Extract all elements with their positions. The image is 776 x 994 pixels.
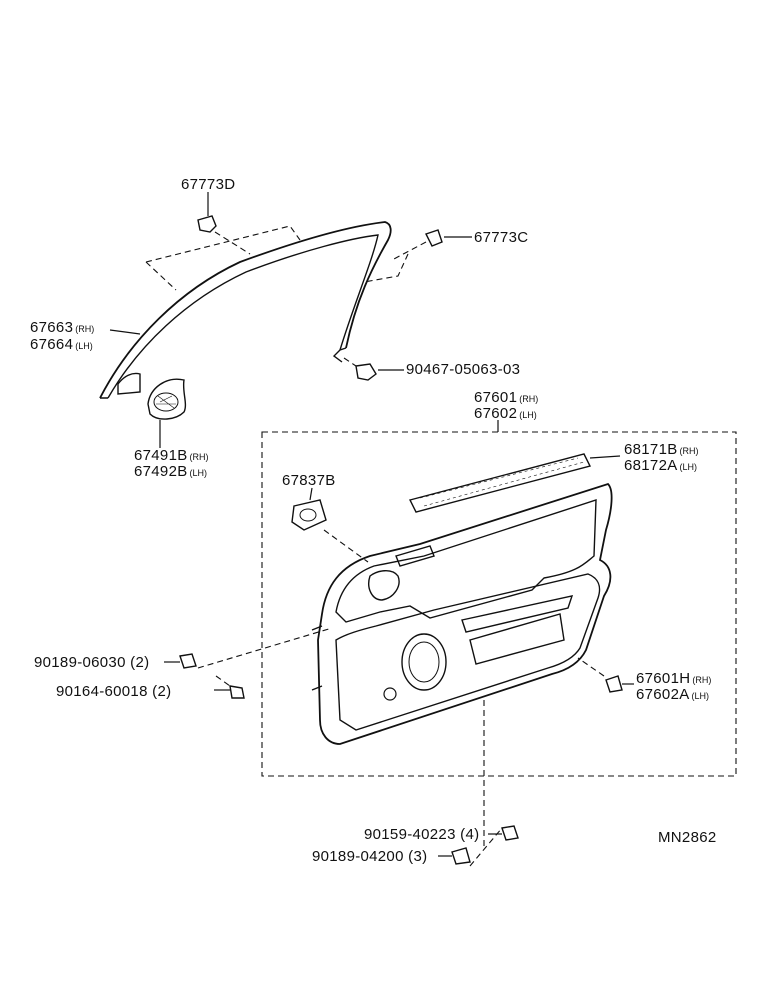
label-67601: 67601(RH) (474, 389, 539, 406)
screw-90164 (214, 675, 245, 699)
frame-dash-outline (145, 225, 301, 291)
label-67601h: 67601H(RH) (636, 670, 712, 687)
label-67664: 67664(LH) (30, 336, 93, 353)
clip-67837b (291, 487, 369, 563)
label-68172a: 68172A(LH) (624, 457, 698, 474)
leader-67663 (109, 329, 141, 335)
label-67492b: 67492B(LH) (134, 463, 208, 480)
clip-67601h (577, 657, 634, 693)
label-67602: 67602(LH) (474, 405, 537, 422)
label-68171b: 68171B(RH) (624, 441, 699, 458)
label-90164-60018: 90164-60018 (2) (56, 683, 172, 700)
door-frame-garnish (99, 221, 392, 399)
label-90189-04200: 90189-04200 (3) (312, 848, 428, 865)
door-trim-enclosure (261, 431, 737, 777)
label-90467: 90467-05063-03 (406, 361, 521, 378)
label-90159-40223: 90159-40223 (4) (364, 826, 480, 843)
fastener-90189-06030 (164, 627, 333, 669)
label-67837b: 67837B (282, 472, 336, 489)
screw-90159 (469, 825, 519, 867)
diagram-code: MN2862 (658, 829, 717, 846)
screw-90467 (343, 357, 404, 381)
label-67773d: 67773D (181, 176, 236, 193)
door-trim-panel (311, 482, 613, 745)
speaker-grille-67491b (147, 378, 187, 448)
label-90189-06030: 90189-06030 (2) (34, 654, 150, 671)
weatherstrip-68171b (408, 453, 621, 513)
label-67663: 67663(RH) (30, 319, 95, 336)
label-67491b: 67491B(RH) (134, 447, 209, 464)
label-67773c: 67773C (474, 229, 529, 246)
label-67602a: 67602A(LH) (636, 686, 710, 703)
clip-67773c (363, 229, 472, 283)
fastener-90189-04200 (438, 700, 485, 865)
clip-67773d (197, 192, 251, 255)
